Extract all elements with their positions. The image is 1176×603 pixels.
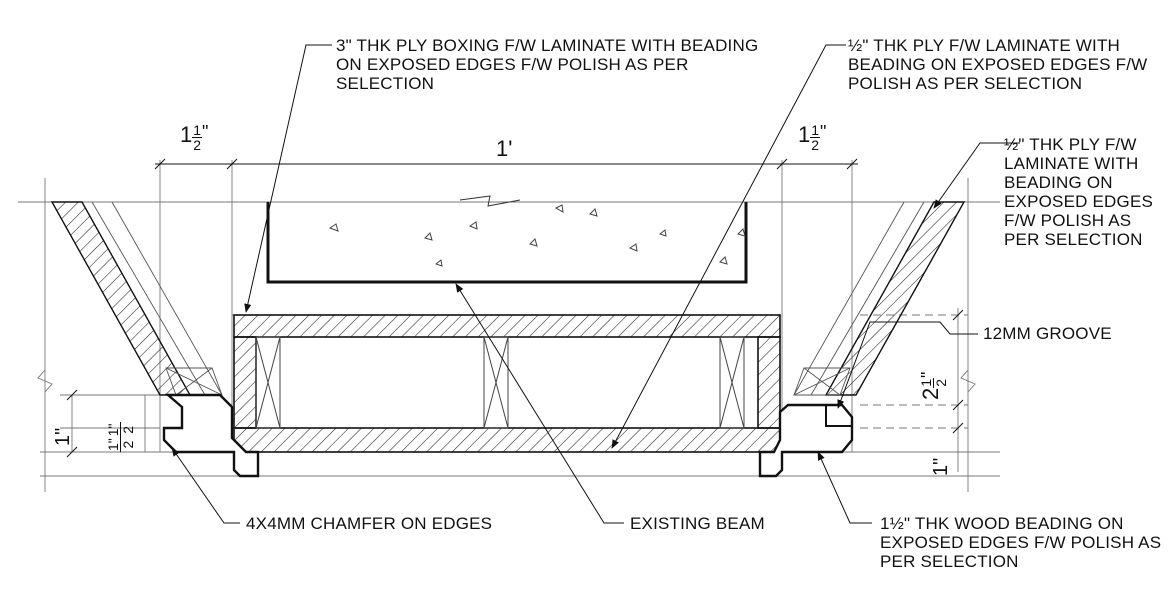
callout-beam: EXISTING BEAM <box>630 514 765 533</box>
leader-ply-boxing <box>244 44 332 313</box>
timber-battens <box>255 336 745 429</box>
leader-half-ply-side <box>933 142 1020 209</box>
callout-half-ply-top: ½" THK PLY F/W LAMINATE WITH BEADING ON … <box>848 36 1148 93</box>
callout-ply-boxing: 3" THK PLY BOXING F/W LAMINATE WITH BEAD… <box>336 36 759 93</box>
left-sloped-ply <box>50 201 192 396</box>
right-sloped-ply <box>824 201 966 396</box>
boxing-top-ply <box>233 314 781 338</box>
boxing-right-ply <box>757 336 781 429</box>
leader-chamfer <box>171 447 240 524</box>
leader-beam <box>455 283 624 524</box>
callout-half-ply-side: ½" THK PLY F/W LAMINATE WITH BEADING ON … <box>1004 135 1154 249</box>
top-dimension <box>66 158 964 458</box>
callout-chamfer: 4X4MM CHAMFER ON EDGES <box>246 514 493 533</box>
leader-wood-beading <box>817 451 872 524</box>
groove <box>825 405 852 427</box>
leader-groove <box>837 321 978 409</box>
dim-left-outer: 1" <box>52 427 74 446</box>
leader-lines <box>171 44 1020 524</box>
right-break <box>960 369 976 393</box>
dim-center-top: 1' <box>496 136 513 161</box>
right-sloped-frame <box>793 201 925 396</box>
existing-beam <box>266 195 748 284</box>
left-wood-beading <box>162 393 260 478</box>
concrete-aggregate <box>328 204 746 267</box>
boxing-bottom-ply <box>233 427 781 453</box>
callout-groove: 12MM GROOVE <box>983 324 1112 343</box>
dim-right-lower: 1" <box>930 457 952 476</box>
right-wood-beading <box>758 403 854 478</box>
left-break <box>37 369 53 393</box>
left-sloped-frame <box>91 201 223 396</box>
leader-half-ply-top <box>611 44 846 449</box>
callout-wood-beading: 1½" THK WOOD BEADING ON EXPOSED EDGES F/… <box>880 514 1162 571</box>
boxing-left-ply <box>233 336 257 429</box>
